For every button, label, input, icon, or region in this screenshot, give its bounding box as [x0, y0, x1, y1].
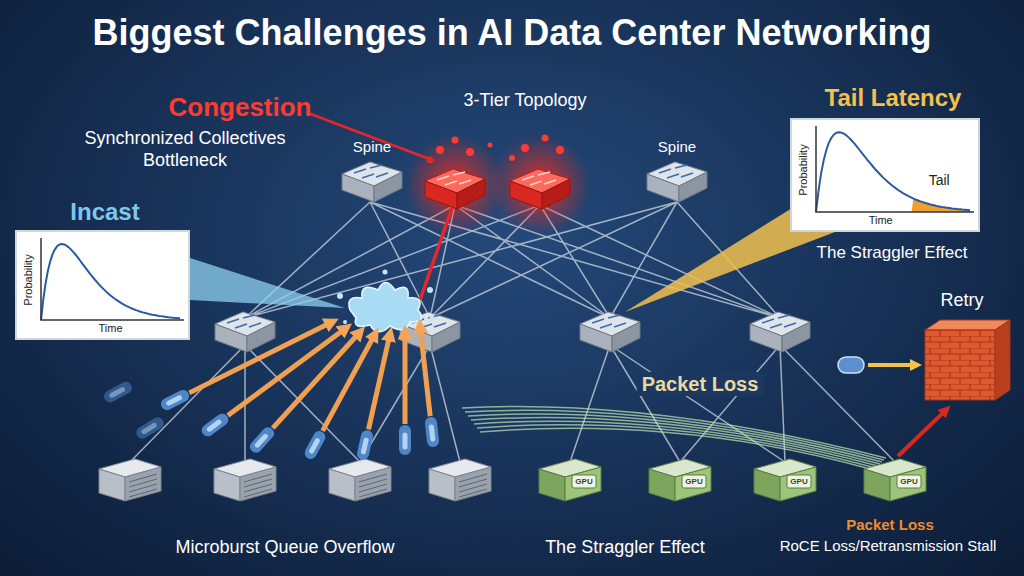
callout-heading: Incast: [70, 198, 139, 227]
gpu-badge: GPU: [897, 475, 921, 488]
gpu-badge: GPU: [787, 475, 811, 488]
chart-plot: [792, 120, 978, 230]
switch-label: Spine: [638, 138, 716, 155]
callout-heading: Packet Loss: [637, 372, 764, 396]
gpu-server-icon: [645, 455, 715, 505]
gpu-server: GPU: [750, 455, 820, 505]
gpu-server-icon: [860, 455, 930, 505]
axis-label: Probability: [797, 144, 809, 195]
caption-label: The Straggler Effect: [545, 537, 705, 559]
switch-icon: [645, 158, 709, 206]
tail-label: Tail: [929, 172, 950, 188]
callout-heading: Tail Latency: [825, 84, 962, 113]
caption-label: Microburst Queue Overflow: [175, 537, 394, 559]
retry-label: Retry: [940, 290, 983, 312]
gpu-badge: GPU: [682, 475, 706, 488]
callout-text: The Straggler Effect: [817, 243, 968, 263]
axis-label: Probability: [22, 254, 34, 305]
switch-icon: [340, 158, 404, 206]
gpu-server: GPU: [860, 455, 930, 505]
spine-switch: Spine: [638, 138, 716, 210]
title: Biggest Challenges in AI Data Center Net…: [0, 12, 1024, 54]
caption-label: Packet Loss: [846, 516, 934, 534]
switch-label: Spine: [333, 138, 411, 155]
gpu-server-icon: [535, 455, 605, 505]
spine-switch: Spine: [333, 138, 411, 210]
gpu-server: GPU: [645, 455, 715, 505]
callout-text: Synchronized Collectives Bottleneck: [65, 128, 305, 171]
axis-label: Time: [869, 214, 893, 226]
gpu-server-icon: [750, 455, 820, 505]
gpu-server: GPU: [535, 455, 605, 505]
distribution-chart: ProbabilityTime: [15, 230, 190, 340]
distribution-chart: ProbabilityTime Tail: [790, 118, 980, 232]
callout-heading: Congestion: [169, 92, 312, 123]
caption-label: RoCE Loss/Retransmission Stall: [780, 537, 997, 555]
topology-label: 3-Tier Topology: [463, 90, 586, 112]
gpu-badge: GPU: [572, 475, 596, 488]
axis-label: Time: [98, 322, 122, 334]
